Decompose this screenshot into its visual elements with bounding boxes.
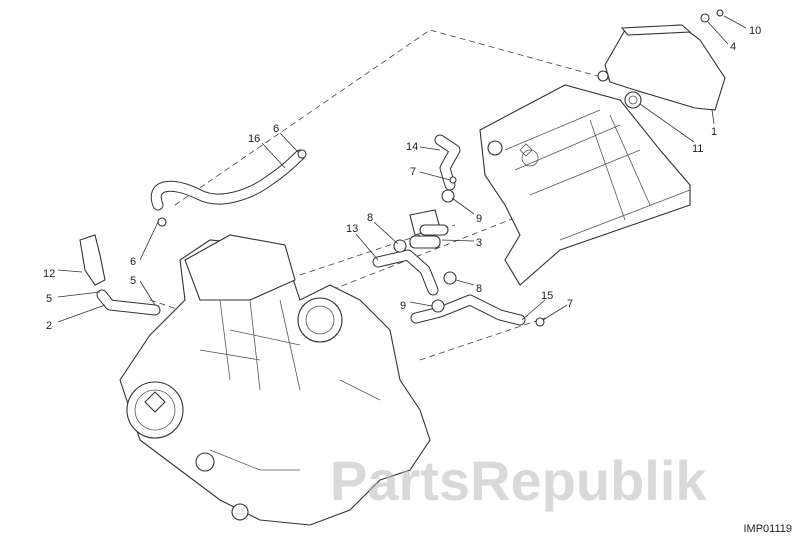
engine (119, 234, 431, 526)
assembly-line (149, 299, 181, 311)
callout-14: 14 (406, 141, 418, 153)
drawing-code: IMP01119 (743, 523, 792, 535)
valve-3 (409, 209, 449, 249)
callout-9: 9 (476, 213, 482, 225)
callout-15: 15 (541, 290, 553, 302)
breather-hose-16 (150, 149, 307, 227)
callout-3: 3 (476, 237, 482, 249)
callout-5b: 5 (130, 275, 136, 287)
callout-4: 4 (730, 41, 736, 53)
fittings (393, 176, 545, 327)
callout-8b: 8 (476, 283, 482, 295)
callout-13: 13 (346, 223, 358, 235)
watermark: PartsRepublik (330, 449, 707, 512)
callout-16: 16 (248, 133, 260, 145)
hose-15 (410, 294, 526, 326)
callout-9b: 9 (400, 300, 406, 312)
callout-6b: 6 (130, 256, 136, 268)
leader-lines (57, 15, 747, 323)
callout-12: 12 (43, 268, 55, 280)
callout-7b: 7 (567, 298, 573, 310)
callout-5: 5 (46, 293, 52, 305)
callout-6: 6 (273, 123, 279, 135)
cover (597, 9, 726, 111)
callout-7: 7 (410, 166, 416, 178)
assembly-line (419, 317, 546, 361)
callout-2: 2 (46, 320, 52, 332)
callout-1: 1 (711, 126, 717, 138)
airbox-tray (479, 84, 691, 286)
callout-11: 11 (692, 143, 703, 155)
callout-8: 8 (367, 212, 373, 224)
assembly-line (229, 199, 561, 331)
assembly-line (174, 29, 613, 206)
hose-2 (79, 234, 161, 316)
callout-10: 10 (749, 25, 761, 37)
hose-13 (372, 249, 439, 296)
hose-14 (434, 134, 461, 191)
